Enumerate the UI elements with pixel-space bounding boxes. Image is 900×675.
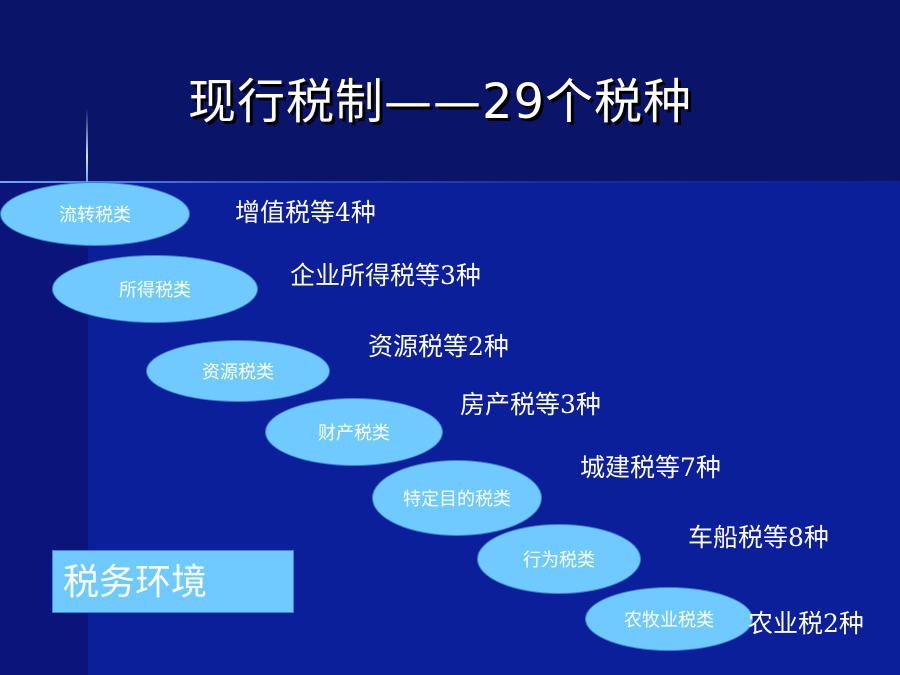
category-ellipse-suode: 所得税类 [52,255,258,323]
vertical-rule [86,108,88,188]
count-text-ziyuan: 资源税等2种 [368,332,509,361]
count-text-caichan: 房产税等3种 [460,390,601,419]
category-ellipse-tedingmudi: 特定目的税类 [372,460,542,536]
category-ellipse-caichan: 财产税类 [265,398,443,466]
header-band [0,0,900,182]
environment-box: 税务环境 [52,550,294,613]
category-ellipse-nongmuye: 农牧业税类 [585,587,753,651]
slide-title: 现行税制——29个税种 [187,74,693,130]
count-text-liuzhuan: 增值税等4种 [235,198,376,227]
category-ellipse-liuzhuan: 流转税类 [0,182,190,246]
category-ellipse-xingwei: 行为税类 [477,524,641,594]
horizontal-rule [0,181,900,183]
count-text-nongmuye: 农业税2种 [748,609,864,638]
category-ellipse-ziyuan: 资源税类 [146,340,330,402]
count-text-tedingmudi: 城建税等7种 [580,453,721,482]
count-text-xingwei: 车船税等8种 [688,523,829,552]
count-text-suode: 企业所得税等3种 [290,261,481,290]
